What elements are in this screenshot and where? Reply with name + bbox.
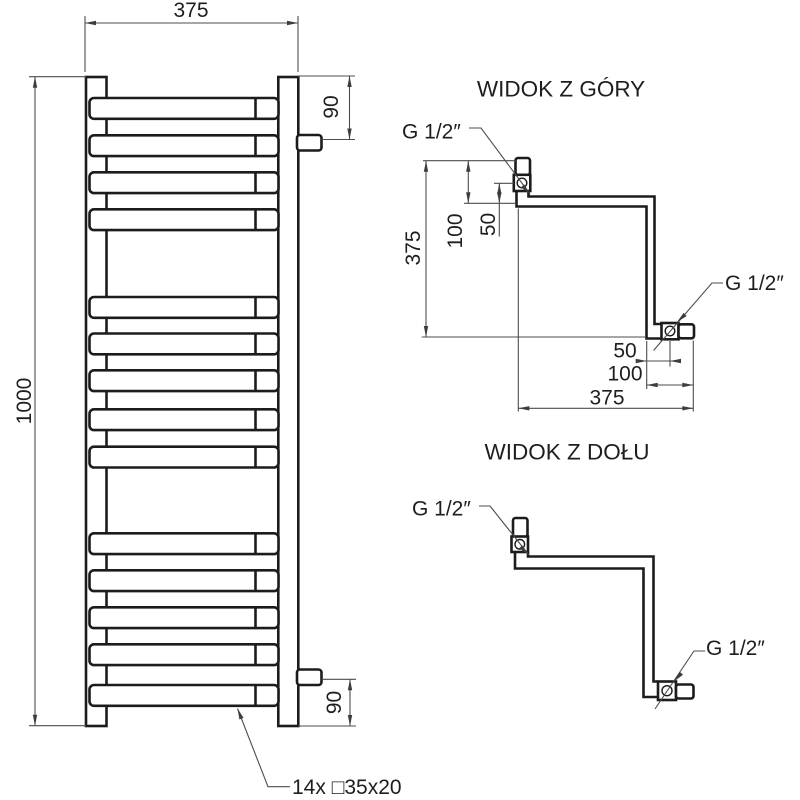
dim-height-label: 1000 [13, 378, 36, 425]
svg-text:50: 50 [613, 340, 636, 363]
rung [88, 332, 280, 356]
outlet-thread-label: G 1/2″ [706, 637, 765, 660]
dimension-depth-375: 375 [402, 160, 429, 337]
outlet-thread-callout: G 1/2″ [654, 637, 765, 710]
left-collector [84, 75, 108, 728]
dim-top-stub-label: 90 [320, 95, 343, 118]
top-connection-stub [295, 133, 323, 152]
outlet-stub [677, 322, 696, 340]
svg-text:100: 100 [444, 213, 467, 248]
rung [88, 605, 280, 630]
dimension-v-50: 50 [477, 183, 502, 237]
bottom-view-title: WIDOK Z DOŁU [484, 440, 649, 465]
svg-text:375: 375 [589, 387, 624, 410]
svg-text:100: 100 [607, 363, 642, 386]
dimension-bottom-stub-90: 90 [298, 678, 356, 727]
inlet-thread-label: G 1/2″ [412, 498, 471, 521]
rung [88, 208, 280, 232]
inlet-stub [514, 156, 532, 177]
svg-text:375: 375 [402, 230, 425, 265]
pipe-inner-edge [515, 191, 662, 340]
rung [88, 171, 280, 195]
rung [88, 445, 280, 469]
outlet-stub [674, 683, 695, 700]
dimension-height-1000: 1000 [13, 76, 86, 727]
dimension-width-375: 375 [84, 0, 299, 72]
dim-bottom-stub-label: 90 [323, 691, 346, 714]
dimension-top-stub-90: 90 [298, 75, 355, 141]
rung [88, 683, 280, 708]
top-view: WIDOK Z GÓRY G 1/2″ G 1/2″ 375 [402, 77, 784, 412]
outlet-thread-label: G 1/2″ [725, 272, 784, 295]
inlet-thread-callout: G 1/2″ [402, 121, 531, 195]
inlet-stub [511, 516, 529, 539]
svg-text:50: 50 [477, 213, 500, 236]
right-collector [276, 75, 300, 728]
rung-profile-note-label: 14x □35x20 [292, 776, 402, 799]
extension-lines [421, 160, 694, 412]
top-view-title: WIDOK Z GÓRY [477, 77, 645, 102]
pipe-outer-edge [526, 552, 658, 683]
dimension-v-100: 100 [444, 160, 471, 249]
dimension-h-375: 375 [518, 387, 694, 411]
bottom-connection-stub [295, 668, 323, 687]
pipe-outer-edge [527, 191, 662, 326]
rung [88, 568, 280, 593]
rung [88, 134, 280, 158]
rung [88, 642, 280, 667]
dimension-h-100: 100 [607, 363, 694, 388]
rung [88, 368, 280, 393]
inlet-thread-label: G 1/2″ [402, 121, 461, 144]
rung-profile-note: 14x □35x20 [236, 708, 402, 799]
dim-width-label: 375 [173, 0, 208, 22]
rung [88, 531, 280, 556]
pipe-inner-edge [513, 552, 658, 699]
rung [88, 96, 280, 121]
front-view: 375 1000 90 90 14x □35x20 [13, 0, 402, 799]
dimension-h-50: 50 [613, 340, 681, 364]
bottom-view: WIDOK Z DOŁU G 1/2″ G 1/2″ [412, 440, 765, 710]
inlet-thread-callout: G 1/2″ [412, 498, 529, 555]
rung [88, 295, 280, 320]
rung [88, 407, 280, 432]
outlet-thread-callout: G 1/2″ [653, 272, 784, 351]
